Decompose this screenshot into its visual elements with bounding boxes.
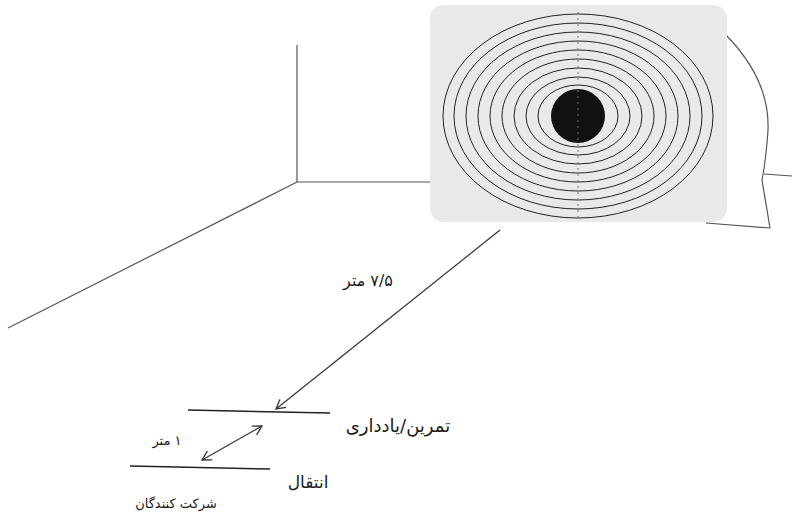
condition-label: تمرین/یادداری [346, 415, 450, 437]
participants-label: شرکت کنندگان [135, 496, 217, 512]
distance-label: ۷/۵ متر [343, 271, 393, 290]
practice-line [188, 410, 330, 413]
distance-arrow [276, 230, 500, 409]
gap-arrow [202, 426, 262, 460]
transfer-line [130, 466, 270, 469]
gap-label: ۱ متر [152, 433, 181, 449]
target-picture [430, 5, 727, 222]
condition-label: انتقال [288, 472, 329, 492]
